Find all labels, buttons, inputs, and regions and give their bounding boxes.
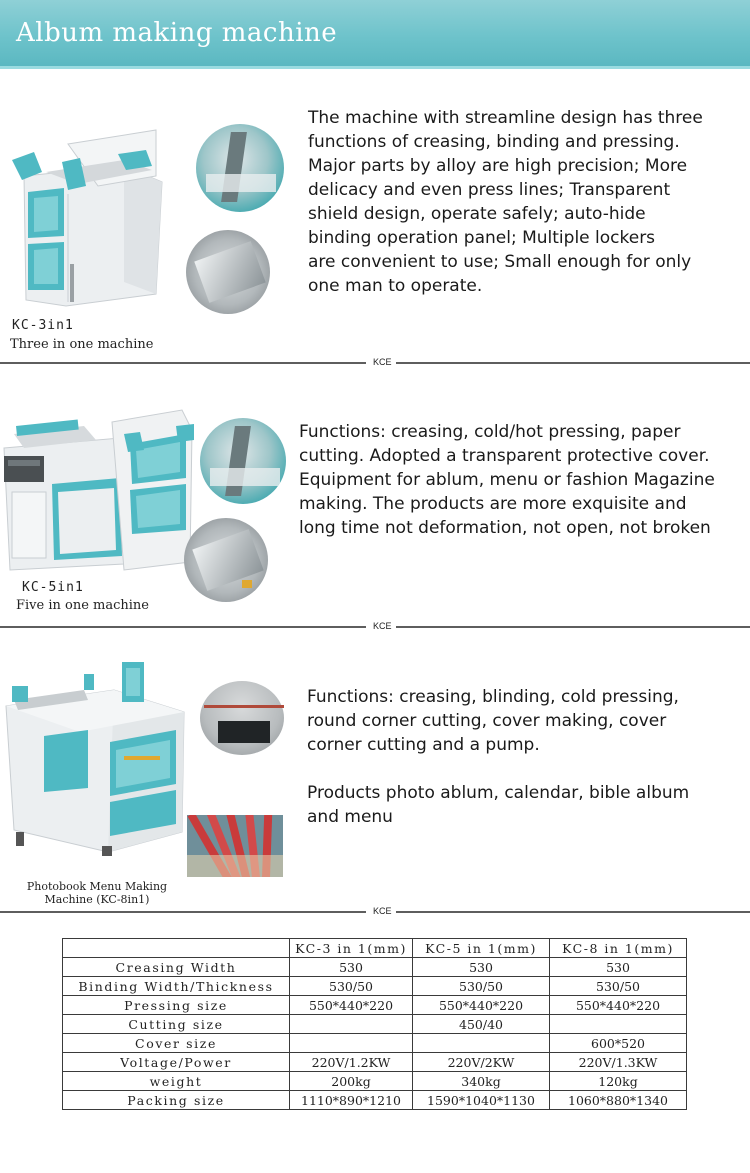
- table-cell: 450/40: [412, 1014, 550, 1034]
- separator-2: KCE: [0, 621, 750, 633]
- table-header-row: KC-3 in 1(mm) KC-5 in 1(mm) KC-8 in 1(mm…: [62, 938, 687, 958]
- table-row: Packing size 1110*890*1210 1590*1040*113…: [62, 1090, 687, 1110]
- table-row: Cover size 600*520: [62, 1033, 687, 1053]
- kc8-machine-image: [5, 662, 185, 856]
- table-row: Cutting size 450/40: [62, 1014, 687, 1034]
- kc3-detail-photo-1: [196, 124, 284, 212]
- table-cell: 550*440*220: [289, 995, 413, 1015]
- kc8-caption: Photobook Menu Making Machine (KC-8in1): [26, 880, 168, 906]
- separator-3: KCE: [0, 906, 750, 918]
- table-cell: 220V/1.2KW: [289, 1052, 413, 1072]
- table-cell: 220V/1.3KW: [549, 1052, 687, 1072]
- table-cell: 550*440*220: [549, 995, 687, 1015]
- kc8-description: Functions: creasing, blinding, cold pres…: [307, 687, 690, 827]
- header-banner: [0, 0, 750, 66]
- table-cell: 220V/2KW: [412, 1052, 550, 1072]
- kc3-name-label: Three in one machine: [10, 337, 154, 352]
- spec-table: KC-3 in 1(mm) KC-5 in 1(mm) KC-8 in 1(mm…: [62, 938, 687, 1110]
- kc5-model-label: KC-5in1: [22, 580, 84, 595]
- kc8-album-photo: [187, 815, 283, 877]
- table-cell: 530/50: [549, 976, 687, 996]
- table-row-label: weight: [62, 1071, 290, 1091]
- table-cell: 530/50: [289, 976, 413, 996]
- kc3-detail-photo-2: [186, 230, 270, 314]
- table-header-cell: [62, 938, 290, 958]
- table-cell: 530: [412, 957, 550, 977]
- table-header-cell: KC-5 in 1(mm): [412, 938, 550, 958]
- table-row-label: Cover size: [62, 1033, 290, 1053]
- separator-1: KCE: [0, 357, 750, 369]
- table-cell: [549, 1014, 687, 1034]
- kc3-model-label: KC-3in1: [12, 318, 74, 333]
- table-cell: 340kg: [412, 1071, 550, 1091]
- kc5-detail-photo-1: [200, 418, 286, 504]
- table-cell: 1060*880*1340: [549, 1090, 687, 1110]
- table-row: Creasing Width 530 530 530: [62, 957, 687, 977]
- table-cell: 550*440*220: [412, 995, 550, 1015]
- table-row-label: Binding Width/Thickness: [62, 976, 290, 996]
- table-cell: 1590*1040*1130: [412, 1090, 550, 1110]
- kc8-detail-photo-1: [198, 675, 288, 761]
- kc5-name-label: Five in one machine: [16, 598, 149, 613]
- kc3-description: The machine with streamline design has t…: [308, 108, 703, 296]
- kc3-machine-image: [12, 129, 163, 307]
- table-cell: 530/50: [412, 976, 550, 996]
- table-cell: 600*520: [549, 1033, 687, 1053]
- table-cell: [289, 1033, 413, 1053]
- table-cell: 200kg: [289, 1071, 413, 1091]
- table-row-label: Pressing size: [62, 995, 290, 1015]
- kc5-machine-image: [3, 409, 194, 571]
- kc5-description: Functions: creasing, cold/hot pressing, …: [299, 422, 715, 538]
- header-underline: [0, 66, 750, 69]
- table-row-label: Creasing Width: [62, 957, 290, 977]
- table-header-cell: KC-3 in 1(mm): [289, 938, 413, 958]
- table-row: Pressing size 550*440*220 550*440*220 55…: [62, 995, 687, 1015]
- page-title: Album making machine: [16, 18, 338, 48]
- table-row-label: Cutting size: [62, 1014, 290, 1034]
- table-row: weight 200kg 340kg 120kg: [62, 1071, 687, 1091]
- table-cell: 120kg: [549, 1071, 687, 1091]
- table-header-cell: KC-8 in 1(mm): [549, 938, 687, 958]
- table-cell: 530: [549, 957, 687, 977]
- table-cell: [289, 1014, 413, 1034]
- kc5-detail-photo-2: [184, 518, 268, 602]
- table-row: Binding Width/Thickness 530/50 530/50 53…: [62, 976, 687, 996]
- table-cell: 530: [289, 957, 413, 977]
- table-cell: 1110*890*1210: [289, 1090, 413, 1110]
- table-cell: [412, 1033, 550, 1053]
- table-row-label: Voltage/Power: [62, 1052, 290, 1072]
- table-row: Voltage/Power 220V/1.2KW 220V/2KW 220V/1…: [62, 1052, 687, 1072]
- table-row-label: Packing size: [62, 1090, 290, 1110]
